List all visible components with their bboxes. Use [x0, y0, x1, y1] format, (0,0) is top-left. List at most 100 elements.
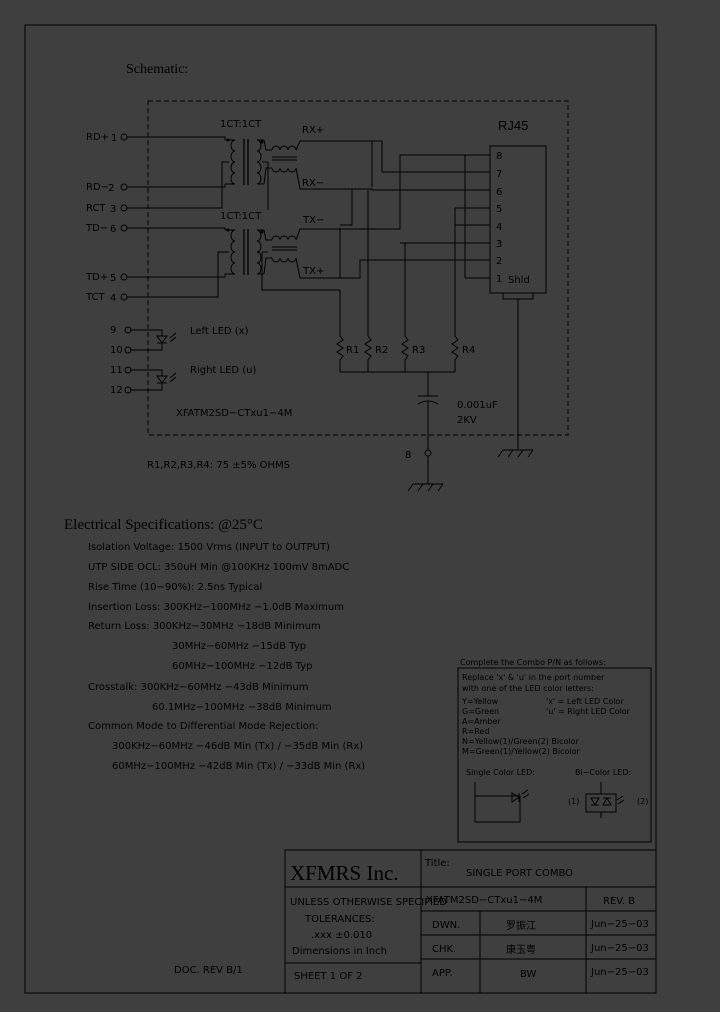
electrical-specs: Electrical Specifications: @25°C Isolati… — [64, 517, 365, 772]
color-code: Y=Yellow — [461, 697, 499, 706]
doc-revision: DOC. REV B/1 — [174, 965, 243, 976]
app-label: APP. — [432, 968, 453, 979]
bicolor-1: (1) — [568, 797, 579, 806]
company-name: XFMRS Inc. — [290, 861, 399, 885]
single-led-label: Single Color LED: — [466, 768, 535, 777]
transformer-rx: 1CT:1CT RX+ RX− — [127, 119, 373, 210]
spec-line: Return Loss: 300KHz−30MHz −18dB Minimum — [88, 621, 321, 632]
capacitor: 0.001uF 2KV 8 — [405, 395, 498, 492]
spec-line: 300KHz−60MHz −46dB Min (Tx) / −35dB Min … — [112, 741, 363, 752]
rx-minus-label: RX− — [302, 178, 324, 189]
pin-num-6: 6 — [110, 224, 116, 235]
spec-line: 30MHz−60MHz −15dB Typ — [172, 641, 306, 652]
pin-num-1: 1 — [111, 133, 117, 144]
routing-wires — [339, 140, 490, 336]
led-pin-12: 12 — [110, 385, 123, 396]
rj45-pin-2: 2 — [496, 256, 502, 267]
cap-voltage: 2KV — [457, 415, 477, 426]
led-pin-11: 11 — [110, 365, 123, 376]
color-code: R=Red — [462, 727, 489, 736]
pin-num-3: 3 — [110, 204, 116, 215]
led-pin-9: 9 — [110, 325, 116, 336]
dwn-date: Jun−25−03 — [590, 919, 649, 930]
led-pin-10: 10 — [110, 345, 123, 356]
combo-header: Complete the Combo P/N as follows: — [460, 658, 606, 667]
tx-minus-label: TX− — [302, 215, 324, 226]
title-value: SINGLE PORT COMBO — [466, 868, 573, 879]
pin-name-rd-minus: RD− — [86, 182, 109, 193]
component-boundary — [147, 100, 569, 436]
rj45-pin-4: 4 — [496, 222, 502, 233]
color-code: M=Green(1)/Yellow(2) Bicolor — [462, 747, 580, 756]
app-name: BW — [520, 969, 537, 980]
rj45-pin-5: 5 — [496, 204, 502, 215]
shield-label: Shld — [508, 275, 530, 286]
dwn-name: 罗振江 — [506, 919, 536, 932]
chk-name: 康玉粤 — [506, 943, 536, 956]
color-code: N=Yellow(1)/Green(2) Bicolor — [462, 737, 580, 746]
transformer-tx: 1CT:1CT TX− TX+ — [127, 211, 352, 298]
revision: REV. B — [603, 896, 635, 907]
rj45-pin-1: 1 — [496, 274, 502, 285]
right-led-label: Right LED (u) — [190, 365, 257, 376]
combo-intro-2: with one of the LED color letters: — [462, 684, 594, 693]
pin-num-4: 4 — [110, 293, 116, 304]
spec-line: Common Mode to Differential Mode Rejecti… — [88, 721, 319, 732]
dwn-label: DWN. — [432, 920, 460, 931]
schematic-title: Schematic: — [126, 62, 188, 77]
part-number: XFATM2SD−CTxu1−4M — [426, 895, 542, 906]
rj45-pin-8: 8 — [496, 151, 502, 162]
xfmr-top-label: 1CT:1CT — [220, 119, 262, 130]
sheet-border — [24, 24, 657, 994]
title-block: XFMRS Inc. Title: SINGLE PORT COMBO XFAT… — [284, 849, 657, 994]
resistor-r1: R1 — [346, 345, 359, 356]
tolerances-label: TOLERANCES: — [304, 914, 375, 925]
color-code: G=Green — [462, 707, 499, 716]
cap-value: 0.001uF — [457, 400, 498, 411]
chk-date: Jun−25−03 — [590, 943, 649, 954]
tx-plus-label: TX+ — [302, 266, 324, 277]
unless-note: UNLESS OTHERWISE SPECIFIED — [290, 897, 447, 908]
combo-intro-1: Replace 'x' & 'u' in the port number — [462, 673, 605, 682]
spec-line: 60MHz−100MHz −42dB Min (Tx) / −33dB Min … — [112, 761, 365, 772]
pin-num-5: 5 — [110, 273, 116, 284]
rx-plus-label: RX+ — [302, 125, 324, 136]
chk-label: CHK. — [432, 944, 456, 955]
pin-name-tct: TCT — [85, 292, 106, 303]
resistor-r4: R4 — [462, 345, 475, 356]
xfmr-bottom-label: 1CT:1CT — [220, 211, 262, 222]
combo-box: Complete the Combo P/N as follows: Repla… — [457, 658, 652, 843]
rj45-connector: RJ45 8 7 6 5 4 3 2 1 Shld — [489, 118, 547, 458]
spec-line: Crosstalk: 300KHz−60MHz −43dB Minimum — [88, 682, 309, 693]
resistor-note: R1,R2,R3,R4: 75 ±5% OHMS — [147, 460, 290, 471]
leds: 9 10 11 12 Left LED (x) Right LED (u) — [110, 325, 257, 396]
sheet-number: SHEET 1 OF 2 — [294, 971, 363, 982]
single-led-symbol — [474, 782, 521, 823]
rj45-pin-7: 7 — [496, 169, 502, 180]
bicolor-led-symbol: (1) (2) — [568, 782, 648, 818]
electrical-title: Electrical Specifications: @25°C — [64, 517, 263, 533]
resistors: R1 R2 R3 R4 — [336, 335, 475, 396]
pin-name-td-plus: TD+ — [85, 272, 108, 283]
bicolor-2: (2) — [637, 797, 648, 806]
dimensions-note: Dimensions in Inch — [292, 946, 387, 957]
pin-name-rct: RCT — [86, 203, 106, 214]
tolerance-value: .xxx ±0.010 — [311, 930, 372, 941]
spec-line: Rise Time (10−90%): 2.5ns Typical — [88, 582, 262, 593]
left-led-label: Left LED (x) — [190, 326, 249, 337]
spec-line: 60MHz−100MHz −12dB Typ — [172, 661, 312, 672]
pin-num-2: 2 — [108, 183, 114, 194]
bicolor-led-label: Bi−Color LED: — [575, 768, 631, 777]
ground-pin-num: 8 — [405, 450, 411, 461]
color-code: A=Amber — [462, 717, 501, 726]
rj45-label: RJ45 — [498, 118, 528, 133]
rj45-pin-6: 6 — [496, 187, 502, 198]
spec-line: UTP SIDE OCL: 350uH Min @100KHz 100mV 8m… — [88, 562, 349, 573]
title-label: Title: — [424, 858, 450, 869]
spec-line: Insertion Loss: 300KHz−100MHz −1.0dB Max… — [88, 602, 344, 613]
left-pins: RD+ 1 RD− 2 RCT 3 TD− 6 TD+ 5 TCT 4 — [85, 132, 128, 304]
resistor-r2: R2 — [375, 345, 388, 356]
pin-name-td-minus: TD− — [85, 223, 108, 234]
spec-line: Isolation Voltage: 1500 Vrms (INPUT to O… — [88, 542, 330, 553]
